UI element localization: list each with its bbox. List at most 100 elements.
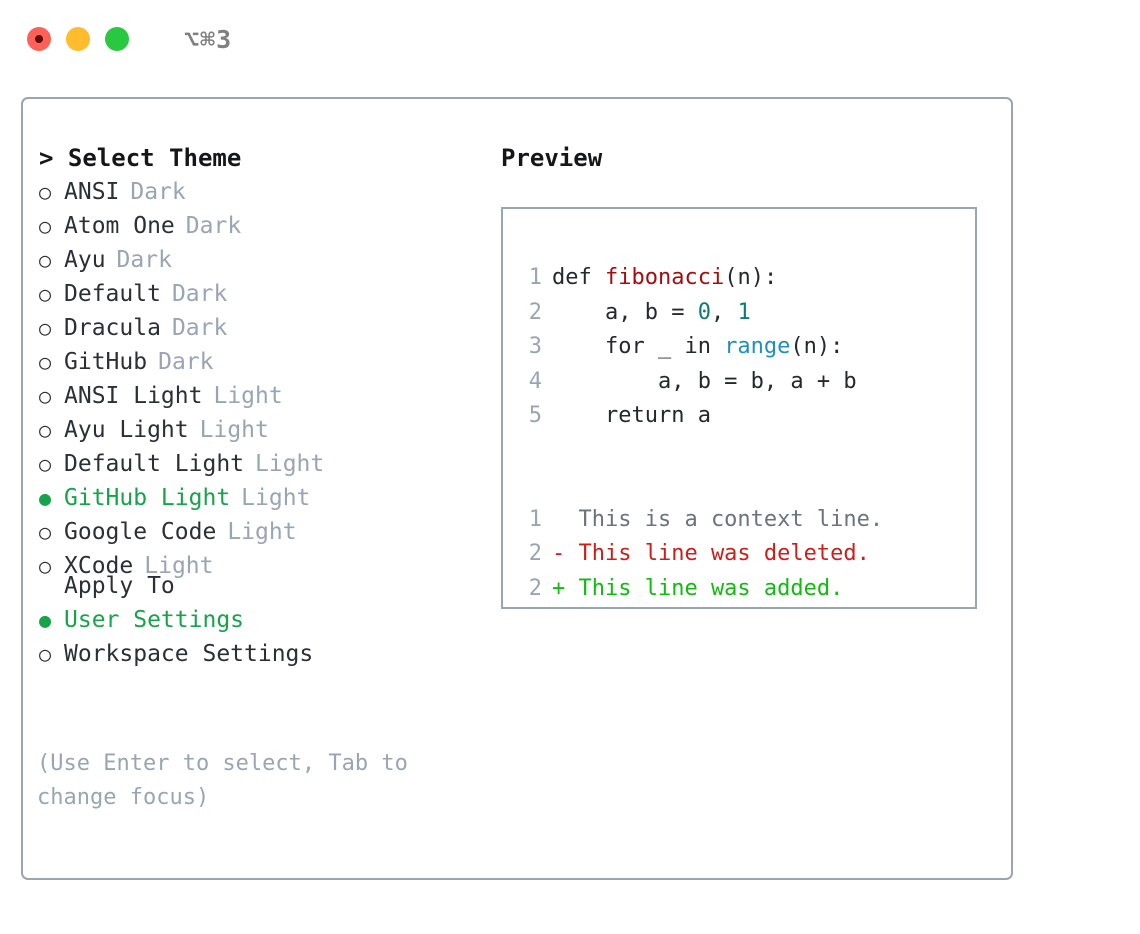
line-number: 2 [528,541,542,566]
theme-name: Default [64,281,161,307]
theme-option[interactable]: ○ Ayu Dark [39,243,479,277]
radio-icon: ○ [39,180,52,204]
line-number: 2 [528,299,542,325]
apply-to-option[interactable]: ○ Workspace Settings [39,637,479,671]
theme-name: ANSI [64,179,120,205]
diff-line-context: 1 This is a context line. [520,503,975,538]
diff-content: This is a context line. [552,506,884,532]
line-number: 4 [528,368,542,394]
apply-to-header: Apply To [64,573,175,599]
theme-kind: Dark [185,213,242,239]
theme-option[interactable]: ○ GitHub Dark [39,345,479,379]
theme-kind: Dark [116,247,172,273]
radio-icon: ○ [39,316,52,340]
main-panel: > Select Theme ○ ANSI Dark ○ Atom One Da… [21,97,1013,880]
theme-kind: Dark [171,315,228,341]
code-line: 5 return a [520,399,975,434]
theme-name: GitHub [64,349,148,375]
theme-name: Atom One [64,213,175,239]
keyboard-shortcut-label: ⌥⌘3 [184,24,233,54]
code-content: return a [542,399,711,434]
radio-icon: ○ [39,350,52,374]
code-content: a, b = b, a + b [542,365,857,400]
code-token-number: 0 [697,299,711,325]
maximize-button[interactable] [105,27,129,51]
theme-option[interactable]: ○ Google Code Light [39,515,479,549]
code-content: def fibonacci(n): [542,261,777,296]
theme-kind: Dark [130,179,186,205]
radio-icon-selected: ● [39,486,52,510]
titlebar: ⌥⌘3 [0,0,1140,78]
theme-option[interactable]: ○ Ayu Light Light [39,413,479,447]
theme-kind: Light [144,553,214,579]
diff-line-added: 2 + This line was added. [520,572,975,607]
theme-option[interactable]: ○ Atom One Dark [39,209,479,243]
code-content: for _ in range(n): [542,330,843,365]
line-number: 1 [528,265,542,290]
theme-list[interactable]: ○ ANSI Dark ○ Atom One Dark ○ Ayu Dark [39,175,479,583]
theme-name: Ayu Light [64,417,189,443]
theme-option[interactable]: ○ Default Dark [39,277,479,311]
line-number: 2 [528,575,542,601]
code-token: (n): [724,265,778,290]
code-line: 2 a, b = 0, 1 [520,296,975,331]
code-token-call: range [724,334,791,359]
radio-icon: ○ [39,248,52,272]
code-preview-box: 1 def fibonacci(n): 2 a, b = 0, 1 3 for … [501,207,977,609]
code-content: a, b = 0, 1 [542,296,751,331]
diff-line-deleted: 2 - This line was deleted. [520,537,975,572]
code-line: 3 for _ in range(n): [520,330,975,365]
radio-icon-selected: ● [39,608,52,632]
theme-kind: Dark [171,281,228,307]
radio-icon: ○ [39,384,52,408]
apply-to-section: Apply To ● User Settings ○ Workspace Set… [39,569,479,671]
select-theme-header: > Select Theme [39,144,242,172]
code-token: a, b = b, a + b [552,368,857,394]
line-number: 5 [528,403,542,428]
theme-option[interactable]: ○ ANSI Dark [39,175,479,209]
radio-icon: ○ [39,452,52,476]
theme-name: Google Code [64,519,217,545]
code-token: , [710,299,738,325]
diff-content: + This line was added. [552,575,844,601]
traffic-lights [27,27,129,51]
theme-option-selected[interactable]: ● GitHub Light Light [39,481,479,515]
code-token: def [552,265,605,290]
apply-to-list[interactable]: ● User Settings ○ Workspace Settings [39,603,479,671]
theme-name: Dracula [64,315,161,341]
code-token: return a [552,403,711,428]
preview-column: Preview 1 def fibonacci(n): 2 a, b = 0, … [501,141,991,609]
line-number: 1 [528,506,542,532]
code-token-number: 1 [737,299,751,325]
theme-option[interactable]: ○ Default Light Light [39,447,479,481]
theme-kind: Light [199,417,269,443]
theme-kind: Light [255,451,325,477]
theme-name: XCode [64,553,134,579]
theme-option[interactable]: ○ ANSI Light Light [39,379,479,413]
minimize-button[interactable] [66,27,90,51]
radio-icon: ○ [39,214,52,238]
theme-name: GitHub Light [64,485,231,511]
code-blank-line [520,434,975,469]
apply-to-option-selected[interactable]: ● User Settings [39,603,479,637]
apply-to-label: Workspace Settings [64,641,314,667]
apply-to-label: User Settings [64,607,245,633]
theme-name: ANSI Light [64,383,203,409]
theme-kind: Dark [158,349,214,375]
theme-option[interactable]: ○ Dracula Dark [39,311,479,345]
radio-icon: ○ [39,418,52,442]
theme-option[interactable]: ○ XCode Light [39,549,479,583]
line-number: 3 [528,334,542,359]
keyboard-hint-text: (Use Enter to select, Tab to change focu… [37,751,408,810]
code-token: a, b = [552,299,698,325]
theme-kind: Light [213,383,283,409]
code-blank-line [520,468,975,503]
code-token: for _ in [552,334,725,359]
code-line: 1 def fibonacci(n): [520,261,975,296]
close-button[interactable] [27,27,51,51]
preview-title: Preview [501,144,603,172]
code-token: (n): [790,334,844,359]
radio-icon: ○ [39,520,52,544]
theme-kind: Light [241,485,311,511]
